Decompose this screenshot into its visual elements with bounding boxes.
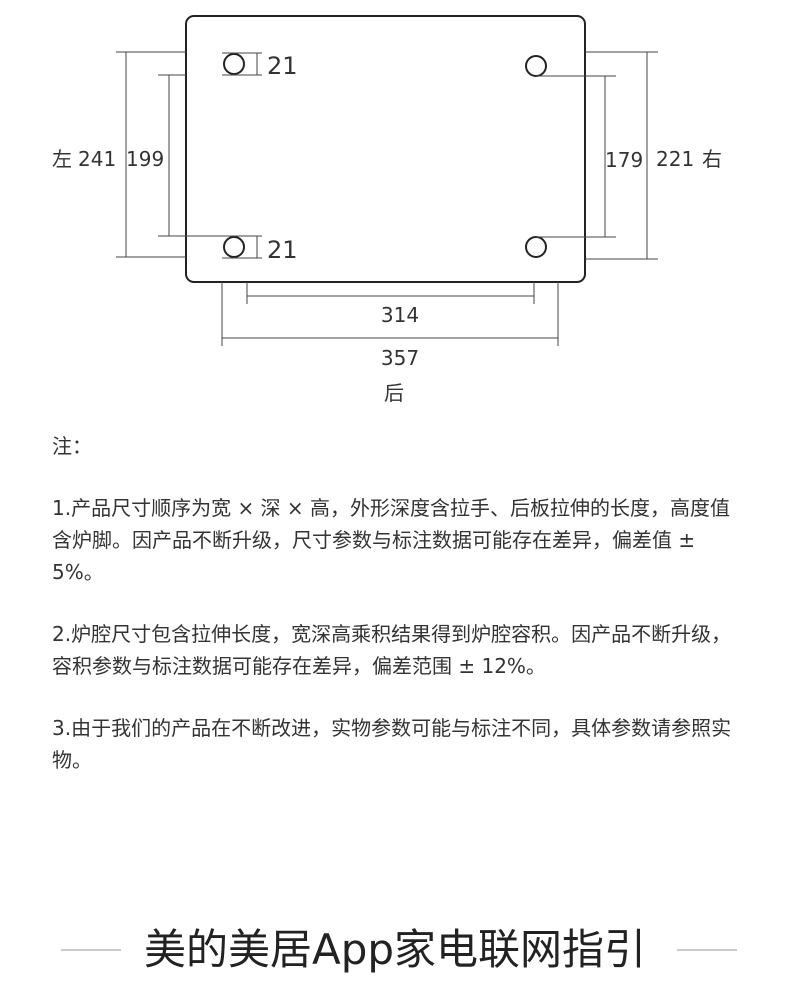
foot-top-left: [223, 53, 245, 75]
label-top-left-foot: 21: [267, 52, 298, 80]
label-right-outer: 221: [656, 147, 694, 171]
label-bottom-inner: 314: [381, 303, 419, 327]
label-bottom-left-foot: 21: [267, 236, 298, 264]
section-heading: 美的美居App家电联网指引: [0, 922, 790, 982]
note-item-1: 1.产品尺寸顺序为宽 × 深 × 高，外形深度含拉手、后板拉伸的长度，高度值含炉…: [52, 496, 731, 584]
foot-diameter-marker-bottom: [222, 235, 262, 259]
appliance-bottom-outline: [185, 15, 586, 283]
right-dimension-lines: [536, 51, 658, 260]
label-back-side: 后: [384, 381, 404, 405]
label-left-inner: 199: [126, 147, 164, 171]
label-right-side: 右: [702, 147, 722, 171]
foot-top-right: [525, 55, 547, 77]
note-item-3: 3.由于我们的产品在不断改进，实物参数可能与标注不同，具体参数请参照实物。: [52, 716, 732, 772]
label-right-inner: 179: [605, 148, 643, 172]
heading-rule-left: [61, 949, 121, 951]
notes-title: 注：: [52, 434, 92, 458]
notes-section: 注： 1.产品尺寸顺序为宽 × 深 × 高，外形深度含拉手、后板拉伸的长度，高度…: [52, 430, 742, 806]
bottom-dimension-lines: [221, 282, 559, 346]
label-left-outer: 241: [78, 147, 116, 171]
foot-bottom-left: [223, 236, 245, 258]
dimension-diagram: 21 21 左 241 199 179 221 右 314 357 后: [52, 15, 722, 405]
label-bottom-outer: 357: [381, 346, 419, 370]
left-dimension-lines: [116, 51, 222, 258]
foot-bottom-right: [525, 236, 547, 258]
note-item-2: 2.炉腔尺寸包含拉伸长度，宽深高乘积结果得到炉腔容积。因产品不断升级，容积参数与…: [52, 622, 732, 678]
section-heading-title: 美的美居App家电联网指引: [143, 925, 647, 974]
foot-diameter-marker-top: [222, 52, 262, 76]
heading-rule-right: [677, 949, 737, 951]
label-left-side: 左: [52, 147, 72, 171]
